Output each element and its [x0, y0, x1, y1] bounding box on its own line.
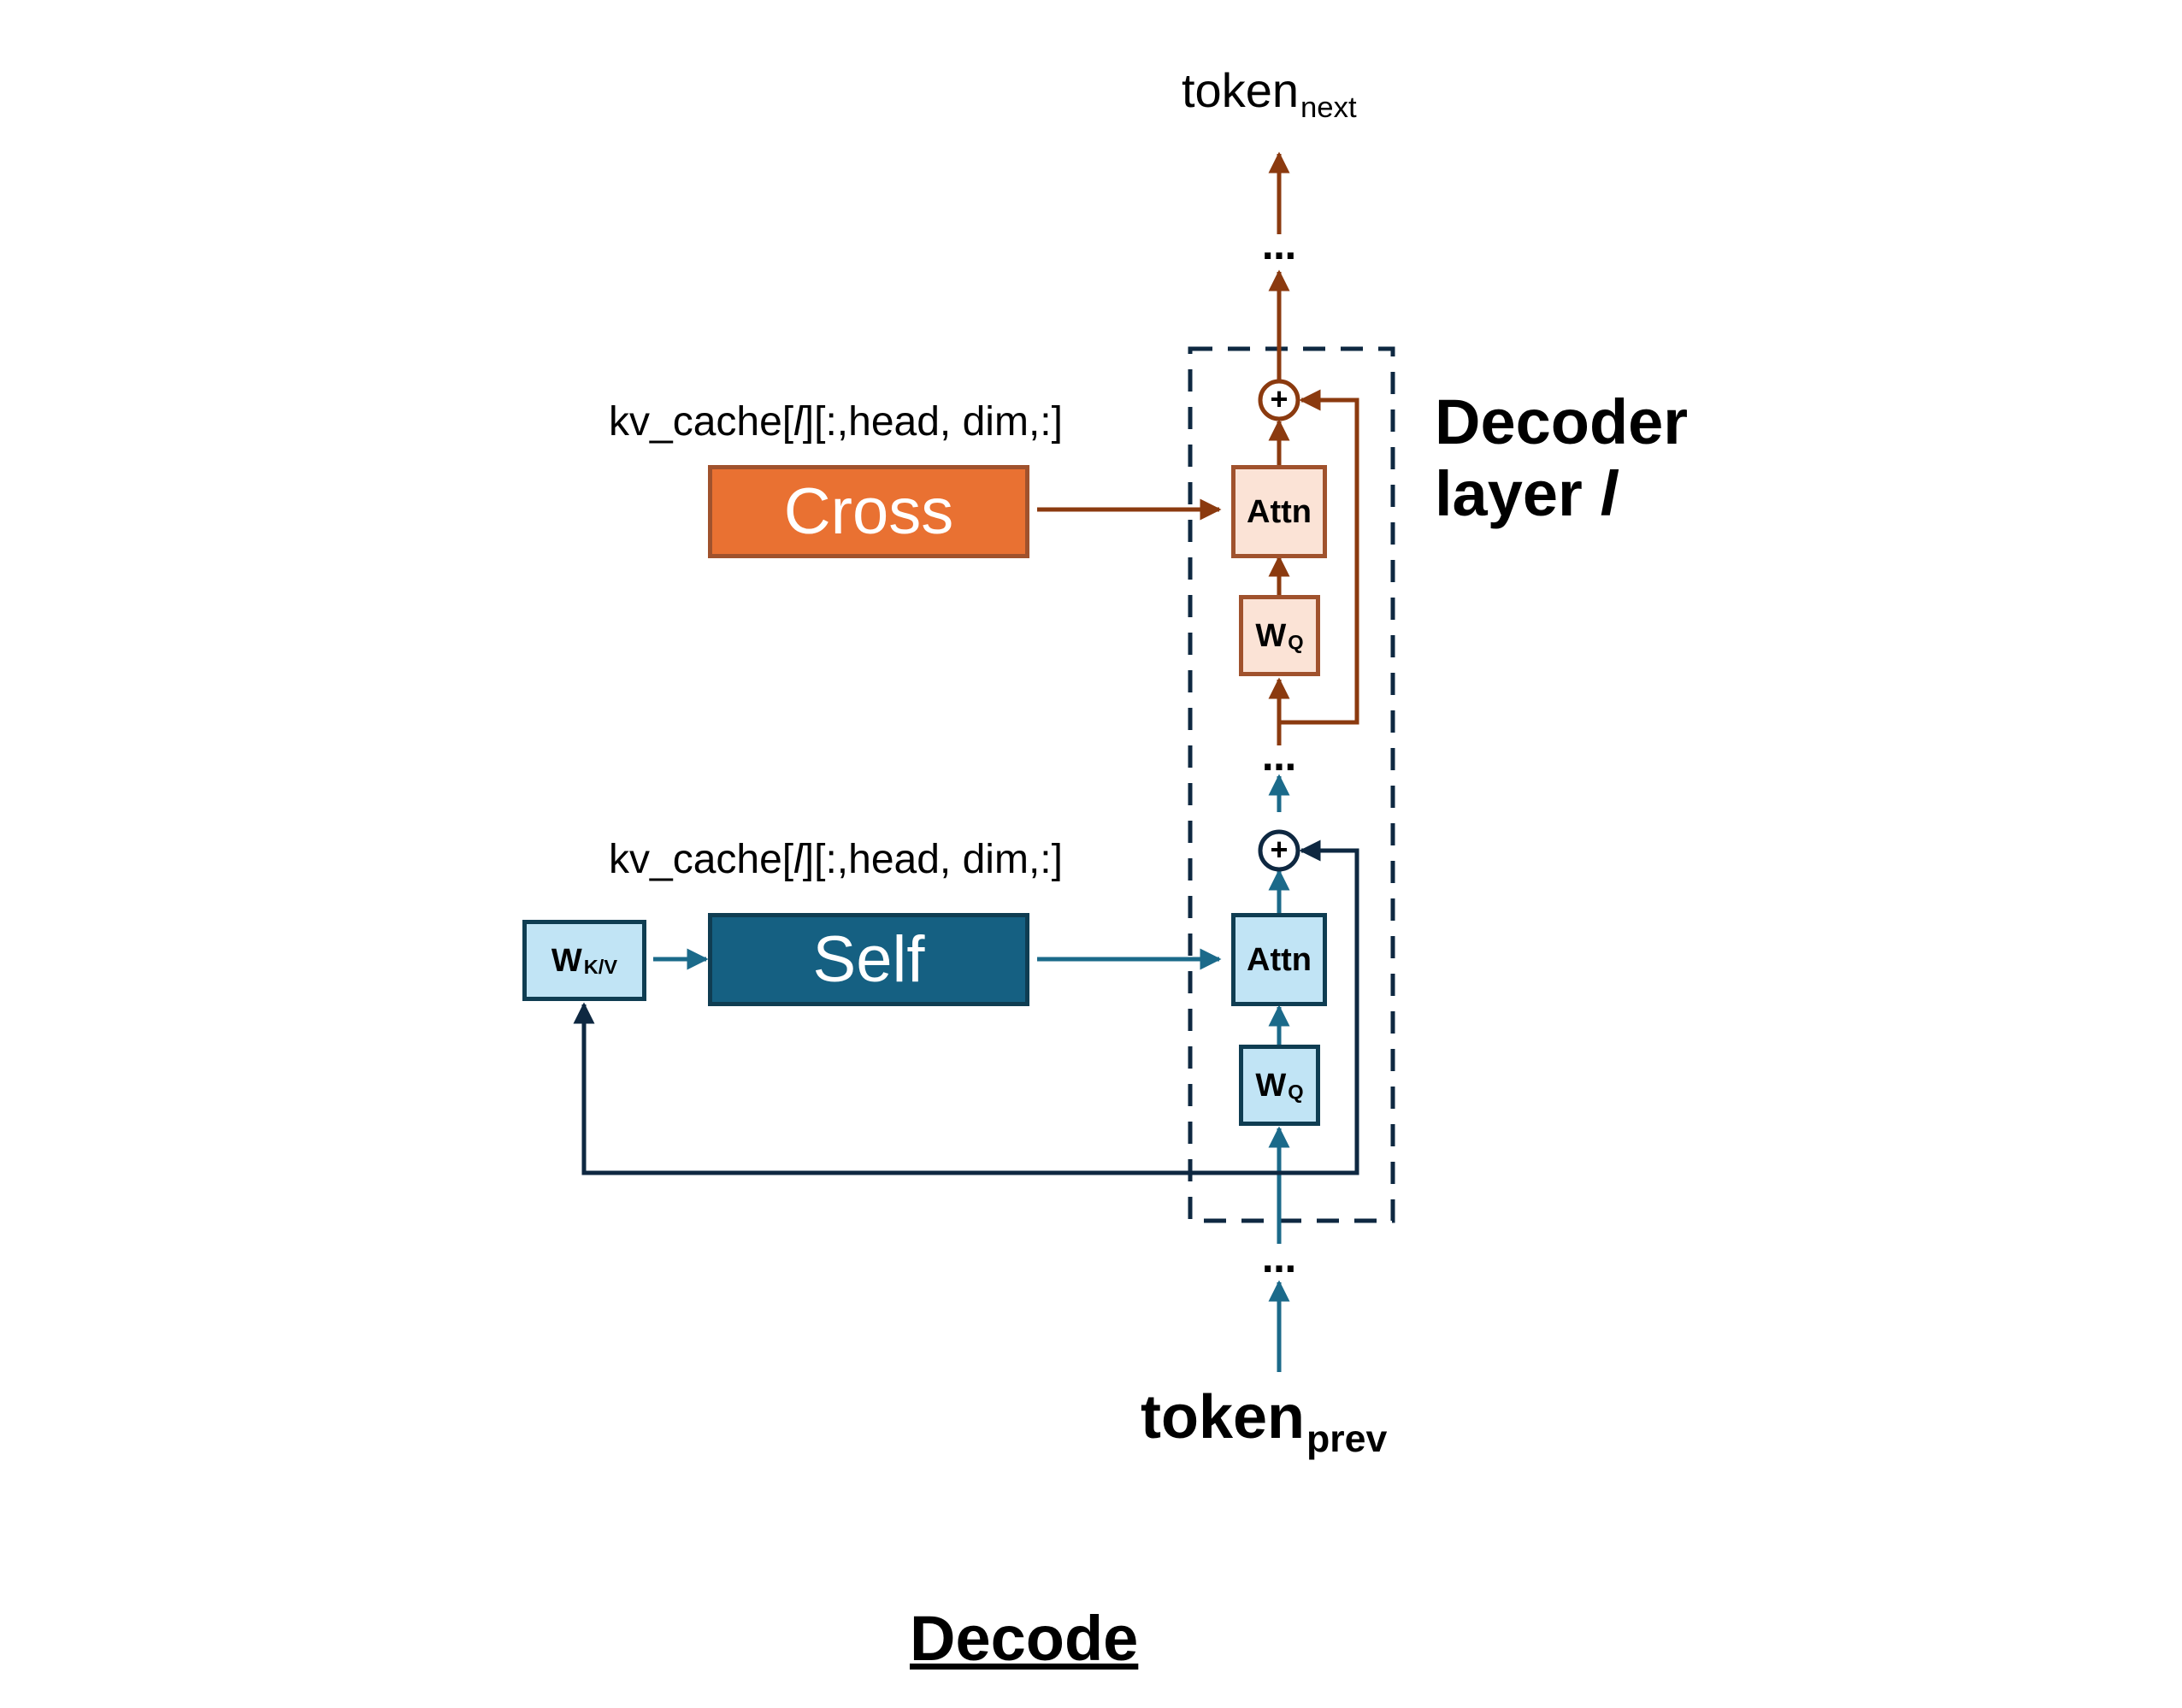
kv-cache-label-cross: kv_cache[l][:,head, dim,:] — [609, 402, 1063, 443]
attn-block-self: Attn — [1231, 913, 1327, 1006]
plus-icon-self: + — [1270, 832, 1289, 867]
add-node-cross — [1258, 379, 1300, 421]
decoder-title-line1: Decoder — [1435, 386, 1689, 457]
kv-cache-cross-part-a: kv_cache[ — [609, 399, 794, 445]
ellipsis-bottom: … — [1262, 1241, 1296, 1281]
token-prev-label: tokenprev — [1141, 1387, 1387, 1458]
residual-line-cross — [1279, 389, 1359, 725]
decoder-title-line2: layer l — [1435, 457, 1618, 529]
kv-cache-self-part-a: kv_cache[ — [609, 837, 794, 882]
caption-decode: Decode — [910, 1603, 1139, 1674]
plus-icon-cross: + — [1270, 381, 1289, 416]
token-next-sub: next — [1300, 91, 1357, 125]
ellipsis-top: … — [1262, 228, 1296, 268]
kv-cache-self-part-b: ][:,head, dim,:] — [802, 837, 1063, 882]
ellipsis-middle: … — [1262, 739, 1296, 779]
token-next-main: token — [1182, 63, 1299, 117]
kv-cache-cross-part-b: ][:,head, dim,:] — [802, 399, 1063, 445]
self-block: Self — [708, 913, 1029, 1006]
token-prev-sub: prev — [1306, 1417, 1388, 1460]
token-next-label: tokennext — [1182, 67, 1357, 123]
residual-line-self — [1279, 839, 1359, 1175]
kv-cache-label-self: kv_cache[l][:,head, dim,:] — [609, 839, 1063, 881]
cross-block: Cross — [708, 465, 1029, 558]
decoder-layer-title: Decoder layer l — [1435, 386, 1688, 529]
feedback-line-to-wkv — [573, 1002, 1279, 1175]
token-prev-main: token — [1141, 1383, 1306, 1452]
attn-block-cross: Attn — [1231, 465, 1327, 558]
kv-cache-cross-layer: l — [793, 399, 803, 445]
kv-cache-self-layer: l — [793, 837, 803, 882]
decoder-layer-boundary — [1188, 346, 1395, 1223]
add-node-self — [1258, 829, 1300, 872]
decoder-title-layer: l — [1600, 457, 1618, 529]
